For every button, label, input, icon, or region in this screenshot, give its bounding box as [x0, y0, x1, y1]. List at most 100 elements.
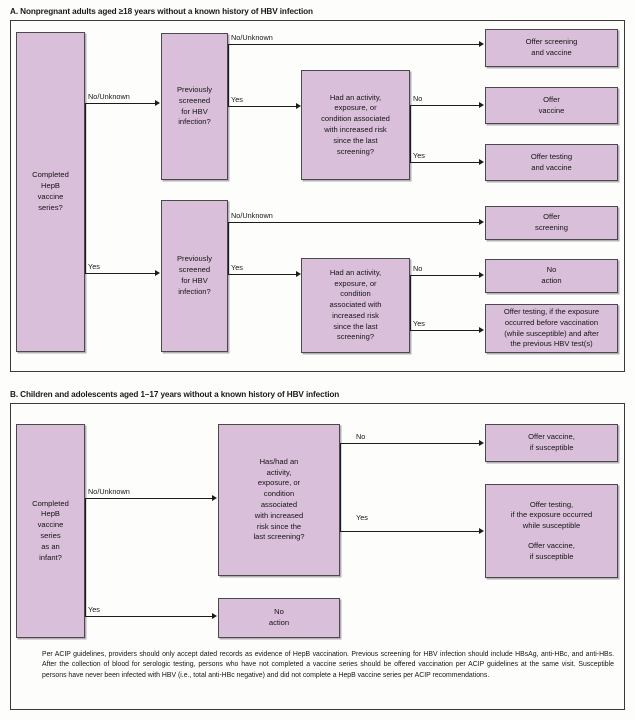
box-line: and vaccine: [531, 162, 572, 172]
box-line: Offer vaccine,: [528, 432, 575, 442]
box-line: exposure, or: [334, 278, 377, 288]
connector-h: [228, 106, 296, 107]
connector-h: [410, 275, 479, 276]
connector-h: [85, 103, 155, 104]
connector-h: [228, 274, 296, 275]
edge-label-b-start-yes: Yes: [88, 605, 100, 614]
connector-v: [410, 275, 411, 330]
box-line: activity,: [266, 467, 292, 477]
connector-h: [85, 273, 155, 274]
box-line: last screening?: [253, 532, 305, 542]
connector-h: [85, 498, 212, 499]
box-line: and vaccine: [531, 48, 572, 57]
box-line: screened: [178, 95, 211, 105]
box-line: if the exposure occurred: [510, 510, 593, 520]
arrow-head: [155, 269, 160, 276]
box-previously-screened-top: Previously screened for HBV infection?: [161, 33, 228, 180]
connector-h: [228, 222, 479, 223]
box-line: screened: [178, 265, 211, 275]
box-offer-testing-if-exposure: Offer testing, if the exposure occurred …: [485, 304, 618, 353]
connector-v: [85, 103, 86, 273]
box-line: since the last: [333, 321, 378, 331]
edge-label-b-risk-yes: Yes: [356, 513, 368, 522]
box-line: screening: [535, 223, 568, 232]
box-line: HepB: [40, 509, 60, 519]
connector-v: [340, 443, 341, 531]
box-risk-activity-b: Has/had an activity, exposure, or condit…: [218, 424, 340, 576]
box-line: while susceptible: [522, 521, 581, 531]
edge-label-a-start-yes: Yes: [88, 262, 100, 271]
edge-label-a4-no: No: [413, 264, 423, 273]
arrow-head: [479, 439, 484, 446]
box-line: No: [546, 265, 557, 275]
connector-h: [410, 330, 479, 331]
box-line: Offer testing: [530, 151, 573, 161]
box-line: Offer screening: [525, 37, 578, 47]
edge-label-b-start-no: No/Unknown: [88, 487, 130, 496]
box-line: associated: [260, 500, 298, 509]
box-line: No: [274, 607, 284, 617]
box-line: Offer testing,: [529, 499, 574, 509]
box-line: condition associated: [321, 114, 390, 124]
box-line: Previously: [176, 84, 213, 94]
box-no-action-b: No action: [218, 598, 340, 638]
box-line: condition: [340, 289, 371, 299]
edge-label-a1-no: No/Unknown: [231, 33, 273, 42]
box-risk-activity-bottom: Had an activity, exposure, or condition …: [301, 258, 410, 353]
box-line: Offer testing, if the exposure: [503, 306, 600, 316]
box-risk-activity-top: Had an activity, exposure, or condition …: [301, 70, 410, 180]
arrow-head: [479, 326, 484, 333]
box-line: with increased: [254, 510, 304, 520]
box-line: Offer vaccine,: [528, 540, 575, 550]
box-line: action: [268, 618, 290, 627]
arrow-head: [479, 271, 484, 278]
panel-b-title: B. Children and adolescents aged 1–17 ye…: [10, 390, 340, 399]
arrow-head: [479, 527, 484, 534]
box-line-spacer: [511, 532, 592, 541]
box-line: Had an activity,: [329, 267, 382, 277]
box-line: Completed: [32, 498, 69, 508]
box-line: vaccine: [538, 105, 565, 115]
connector-v: [410, 105, 411, 162]
connector-h: [85, 616, 212, 617]
box-offer-testing-while-susceptible: Offer testing, if the exposure occurred …: [485, 484, 618, 578]
box-offer-testing-and-vaccine: Offer testing and vaccine: [485, 144, 618, 181]
box-line: exposure, or: [257, 478, 301, 488]
arrow-head: [479, 101, 484, 108]
box-completed-hepb-series-infant: Completed HepB vaccine series as an infa…: [16, 424, 85, 638]
box-line: the previous HBV test(s): [510, 339, 593, 349]
box-line: associated with: [329, 300, 382, 310]
arrow-head: [155, 99, 160, 106]
connector-h: [410, 105, 479, 106]
edge-label-a4-yes: Yes: [413, 319, 425, 328]
box-line: screening?: [336, 146, 375, 156]
connector-v: [228, 222, 229, 274]
footnote-text: Per ACIP guidelines, providers should on…: [42, 651, 614, 679]
box-completed-hepb-series: Completed HepB vaccine series?: [16, 32, 85, 352]
box-text: Completed HepB vaccine series?: [32, 170, 69, 212]
box-line: if susceptible: [529, 443, 574, 452]
box-line: infection?: [178, 117, 211, 127]
box-line: Had an activity,: [329, 92, 382, 102]
connector-h: [340, 531, 479, 532]
box-offer-screening: Offer screening: [485, 206, 618, 240]
box-line: as an: [41, 541, 60, 551]
edge-label-a-start-no: No/Unknown: [88, 92, 130, 101]
box-line: action: [541, 276, 562, 285]
arrow-head: [479, 218, 484, 225]
box-offer-vaccine: Offer vaccine: [485, 87, 618, 124]
box-line: Previously: [176, 254, 213, 264]
connector-h: [228, 44, 479, 45]
box-previously-screened-bottom: Previously screened for HBV infection?: [161, 200, 228, 352]
arrow-head: [296, 270, 301, 277]
box-offer-screening-and-vaccine: Offer screening and vaccine: [485, 29, 618, 67]
connector-v: [85, 498, 86, 616]
box-line: if susceptible: [529, 551, 574, 561]
arrow-head: [212, 612, 217, 619]
edge-label-a2-no: No: [413, 94, 423, 103]
box-line: with increased risk: [324, 125, 387, 134]
box-line: for HBV: [181, 106, 208, 116]
box-line: vaccine: [37, 520, 64, 530]
edge-label-a2-yes: Yes: [413, 151, 425, 160]
